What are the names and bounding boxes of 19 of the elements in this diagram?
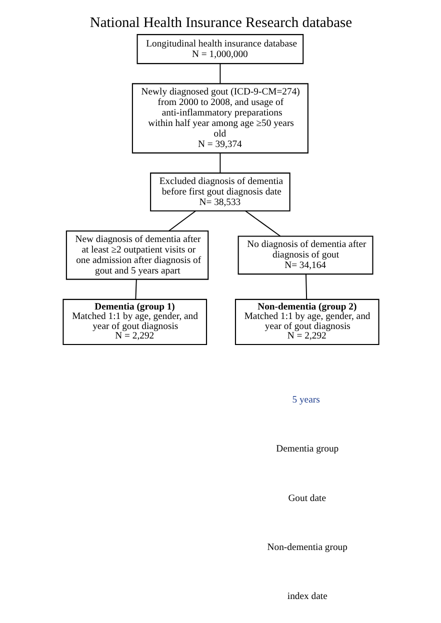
connector [244, 210, 280, 237]
label: Gout date [288, 492, 326, 504]
label: index date [286, 590, 327, 602]
connector [219, 152, 220, 174]
node-box: Dementia (group 1) Matched 1:1 by age, gender, and year of gout diagnosis N = 2,292 [62, 298, 207, 346]
node-box: No diagnosis of dementia after diagnosis of gout N= 34,164 [237, 236, 373, 275]
node-box: Longitudinal health insurance database N = 1,000,000 [136, 34, 304, 64]
node-box: New diagnosis of dementia after at least ≥2 outpatient visits or one admission after diagnosis of gout and 5 years apart [65, 230, 208, 280]
connector [134, 279, 136, 300]
diagram-title: National Health Insurance Research database [89, 14, 352, 31]
connector [305, 274, 307, 300]
connector [168, 210, 196, 232]
node-box: Non-dementia (group 2) Matched 1:1 by age, gender, and year of gout diagnosis N = 2,292 [234, 298, 379, 346]
label: Dementia group [276, 444, 338, 455]
node-box: Excluded diagnosis of dementia before first gout diagnosis date N= 38,533 [150, 172, 290, 212]
label: Non-dementia group [266, 542, 347, 553]
label: 5 years [292, 394, 320, 406]
node-box: Newly diagnosed gout (ICD-9-CM=274) from 2000 to 2008, and usage of anti-inflammatory preparations within half year among age ≥50 years old N = 39,374 [131, 83, 308, 154]
connector [219, 63, 220, 84]
